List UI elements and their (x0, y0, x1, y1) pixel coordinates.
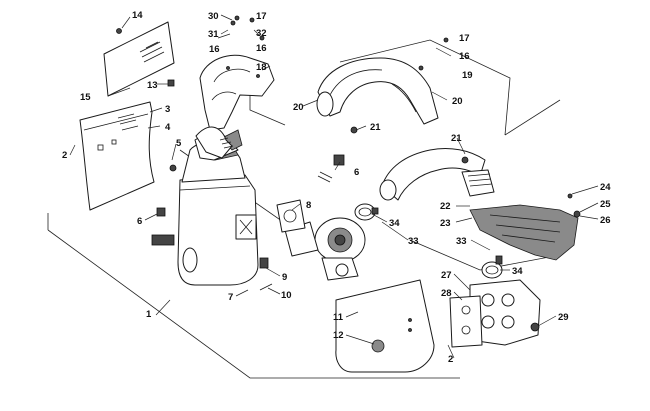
callout-27: 27 (441, 270, 452, 281)
callout-8: 8 (306, 200, 311, 211)
callout-18: 18 (256, 62, 267, 73)
callout-34: 34 (389, 218, 400, 229)
callout-22: 22 (440, 201, 451, 212)
callout-28: 28 (441, 288, 452, 299)
lower-heat-shield (335, 279, 435, 373)
callout-labels: 1 2 2 3 4 5 6 6 7 8 9 10 11 12 13 14 15 … (62, 10, 611, 365)
callout-21: 21 (451, 133, 462, 144)
heat-shield-plate (103, 21, 175, 97)
callout-32: 32 (256, 28, 267, 39)
callout-29: 29 (558, 312, 569, 323)
callout-30: 30 (208, 11, 219, 22)
callout-16: 16 (459, 51, 470, 62)
callout-21: 21 (370, 122, 381, 133)
exhaust-manifold (449, 279, 541, 348)
callout-5: 5 (176, 138, 182, 149)
callout-11: 11 (333, 312, 344, 323)
callout-23: 23 (440, 218, 451, 229)
callout-17: 17 (256, 11, 267, 22)
callout-2: 2 (62, 150, 67, 161)
callout-16: 16 (209, 44, 220, 55)
callout-7: 7 (228, 292, 233, 303)
hardware (156, 15, 581, 332)
callout-26: 26 (600, 215, 611, 226)
callout-2: 2 (448, 354, 453, 365)
callout-12: 12 (333, 330, 344, 341)
muffler-body (151, 129, 259, 286)
callout-25: 25 (600, 199, 611, 210)
callout-6: 6 (354, 167, 359, 178)
callout-33: 33 (408, 236, 419, 247)
callout-16: 16 (256, 43, 267, 54)
exhaust-pipe-upper (316, 57, 439, 125)
callout-10: 10 (281, 290, 292, 301)
callout-24: 24 (600, 182, 611, 193)
v-band-clamp-a (354, 203, 379, 221)
callout-20: 20 (452, 96, 463, 107)
callout-31: 31 (208, 29, 219, 40)
callout-34: 34 (512, 266, 523, 277)
screw-icon (116, 28, 122, 34)
callout-14: 14 (132, 10, 143, 21)
manifold-heat-shield (469, 204, 579, 261)
callout-9: 9 (282, 272, 287, 283)
callout-3: 3 (165, 104, 170, 115)
turbo-gasket (276, 199, 306, 233)
callout-20: 20 (293, 102, 304, 113)
callout-17: 17 (459, 33, 470, 44)
upper-heat-shield (199, 54, 275, 131)
callout-13: 13 (147, 80, 158, 91)
callout-19: 19 (462, 70, 473, 81)
callout-6: 6 (137, 216, 142, 227)
callout-1: 1 (146, 309, 152, 320)
exhaust-inlet-pipe (195, 126, 234, 159)
exhaust-pipe-middle (379, 147, 495, 201)
callout-15: 15 (80, 92, 91, 103)
v-band-clamp-b (481, 255, 503, 279)
callout-33: 33 (456, 236, 467, 247)
callout-4: 4 (165, 122, 171, 133)
curved-heat-shield-left (79, 101, 155, 211)
leader-lines (69, 14, 599, 359)
